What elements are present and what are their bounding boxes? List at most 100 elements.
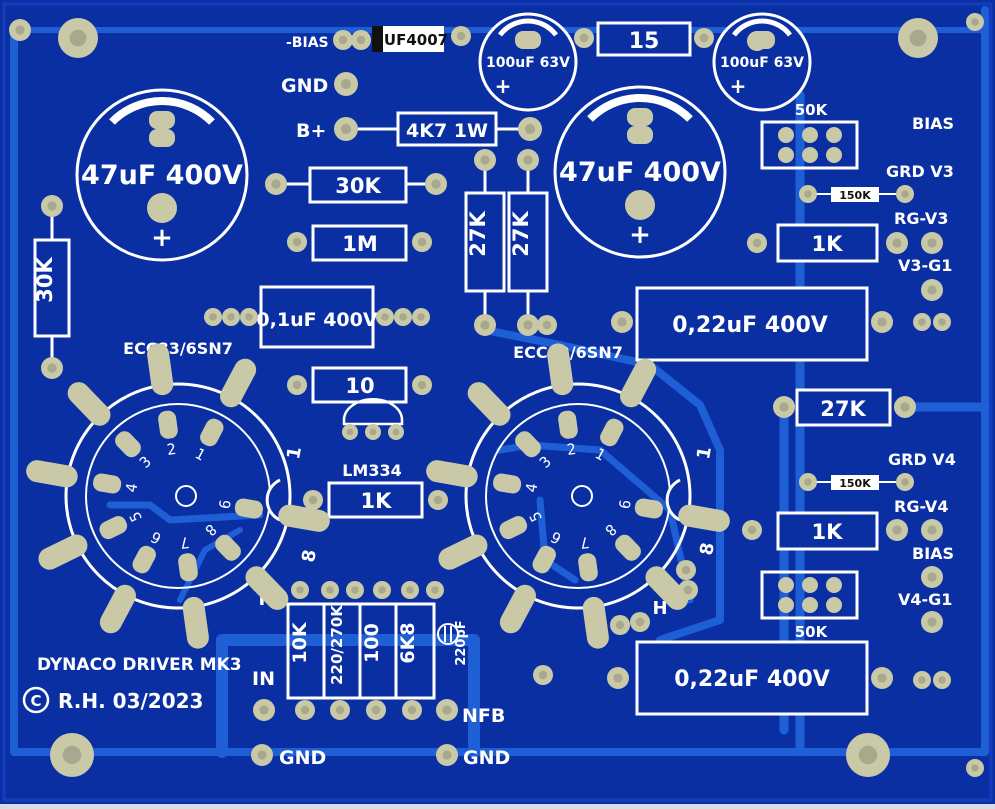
pad-hole [335, 705, 345, 715]
lm334-label: LM334 [342, 461, 402, 480]
cap-lead-pad [627, 126, 653, 144]
pad-hole [681, 565, 691, 575]
tube-pin-number: 7 [179, 533, 190, 552]
cap-0-22uf-top: 0,22uF 400V [635, 286, 869, 362]
diode-uf4007: UF4007 [372, 26, 448, 52]
pot-pin-pad [778, 147, 794, 163]
pad-hole [257, 750, 267, 760]
pad-hole [579, 33, 589, 43]
resistor-1m: 1M [311, 224, 408, 262]
pad-hole [971, 764, 979, 772]
tube-pin-inner-pad [99, 516, 128, 540]
label-grd-v3: GRD V3 [886, 162, 954, 181]
pad-hole [47, 363, 57, 373]
pot-pin-pad [778, 597, 794, 613]
tube-pin-pad [38, 534, 88, 570]
pad-hole [892, 238, 902, 248]
resistor-27k-b-label: 27K [509, 211, 533, 257]
tube-pin-pad [99, 584, 136, 634]
pot-pin-pad [802, 147, 818, 163]
tube-pin-inner-pad [493, 473, 522, 494]
cap-100uf-left: 100uF 63V + [478, 12, 578, 112]
tube-pin-number: 4 [522, 482, 541, 494]
pad-hole [300, 705, 310, 715]
tube-pin-inner-pad [115, 431, 141, 458]
tube-pin-pad [499, 584, 536, 634]
tube-pin-pad [220, 358, 257, 408]
label-rg-v4: RG-V4 [894, 497, 948, 516]
pad-hole [296, 586, 304, 594]
pad-hole [613, 673, 623, 683]
tube-pin-pad [182, 596, 209, 649]
resistor-220k-label: 220/270K [328, 604, 346, 685]
pot-pin-pad [826, 577, 842, 593]
resistor-1k-v3: 1K [776, 223, 879, 263]
tube-pin-pad [582, 596, 609, 649]
pad-hole [381, 313, 389, 321]
resistor-1k-mid-label: 1K [361, 489, 393, 513]
pot-pin-pad [826, 147, 842, 163]
tube-pin-inner-pad [132, 545, 156, 574]
tube-right-heater: H [652, 598, 667, 619]
pad-hole [271, 179, 281, 189]
resistor-4k7: 4K7 1W [350, 111, 530, 147]
lm334: LM334 [342, 398, 404, 480]
trace-tube-left [106, 501, 264, 524]
pad-hole [442, 750, 452, 760]
tube-pin-pad [438, 534, 488, 570]
resistor-150k-a: 150K [808, 187, 905, 202]
label-gnd-top: GND [281, 75, 328, 97]
pad-hole [417, 237, 427, 247]
pad-hole [617, 317, 627, 327]
tube-pin-inner-pad [178, 553, 198, 582]
resistor-27k-a-label: 27K [466, 211, 490, 257]
tube-left-pin1: 1 [283, 445, 306, 461]
trace-bottom-box [216, 634, 480, 758]
tube-pin-pad [547, 343, 574, 396]
tube-pin-inner-pad [634, 498, 663, 519]
resistor-27k-b: 27K [507, 160, 549, 325]
pad-hole [927, 572, 937, 582]
resistor-27k-right-label: 27K [820, 397, 866, 421]
pad-hole [747, 525, 757, 535]
pad-hole [399, 313, 407, 321]
pad-hole [538, 670, 548, 680]
copyright-symbol: C [30, 692, 41, 710]
board-title-block: DYNACO DRIVER MK3 C R.H. 03/2023 [22, 655, 242, 714]
resistor-bank: 10K 220/270K 100 6K8 [286, 602, 436, 700]
pad-hole [858, 745, 878, 765]
pad-hole [245, 313, 253, 321]
trace-ecc82 [481, 326, 724, 684]
cap-lead-pad [149, 129, 175, 147]
resistor-30k-h-label: 30K [335, 174, 381, 198]
pad-hole [371, 705, 381, 715]
label-bias-2: BIAS [912, 544, 954, 563]
resistor-15-label: 15 [629, 29, 660, 54]
cap-0-22uf-bottom: 0,22uF 400V [635, 640, 869, 716]
tube-left-name: ECC83/6SN7 [123, 339, 233, 358]
pot-pin-pad [778, 127, 794, 143]
tube-pin-inner-pad [234, 498, 263, 519]
cap-47uf-right-label: 47uF 400V [559, 157, 721, 188]
pad-hole [635, 617, 645, 627]
trace-perimeter-left [10, 6, 989, 756]
pad-hole [15, 25, 25, 35]
tube-pin-inner-pad [215, 534, 241, 561]
pot-pin-pad [802, 597, 818, 613]
label-in: IN [252, 668, 275, 690]
pad-hole [351, 586, 359, 594]
tube-right-pin8: 8 [696, 541, 719, 557]
pad-hole [480, 320, 490, 330]
pad-hole [927, 238, 937, 248]
cap-100uf-left-plus: + [495, 74, 512, 98]
label-b-plus: B+ [296, 120, 326, 142]
cap-lead-pad [147, 193, 177, 223]
pad-hole [523, 155, 533, 165]
copyright-circle [22, 686, 50, 714]
pad-hole [901, 478, 909, 486]
label-grd-v4: GRD V4 [888, 450, 956, 469]
